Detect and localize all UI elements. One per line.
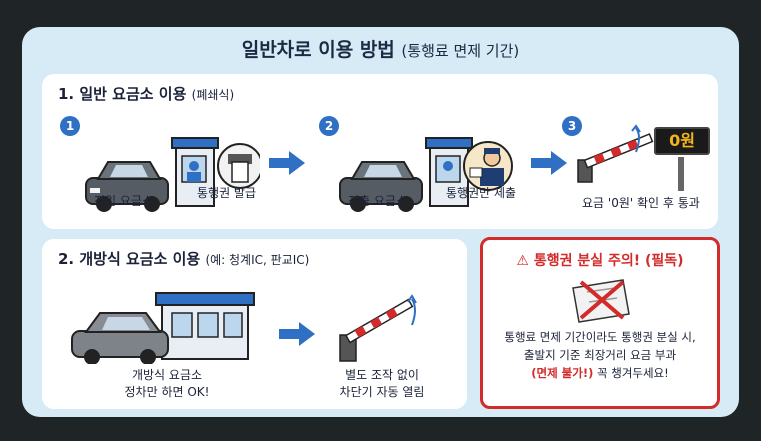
section-closed-tollgate: 1. 일반 요금소 이용 (폐쇄식) 1 진입 요금소 통행권 발급 — [42, 74, 718, 229]
warning-title-text: 통행권 분실 주의! (필독) — [533, 253, 684, 269]
auto-caption: 별도 조작 없이 차단기 자동 열림 — [327, 367, 437, 401]
arrow-right-icon — [269, 151, 305, 175]
open-caption: 개방식 요금소 정차만 하면 OK! — [112, 367, 222, 401]
warning-line2: 출발지 기준 최장거리 요금 부과 — [523, 348, 677, 362]
warning-line3-rest: 꼭 챙겨두세요! — [593, 366, 669, 380]
entry-tollbooth-icon — [85, 137, 260, 212]
warning-triangle-icon: ⚠ — [516, 253, 529, 269]
guide-panel: 일반차로 이용 방법 (통행료 면제 기간) 1. 일반 요금소 이용 (폐쇄식… — [22, 27, 739, 417]
step2-number: 2 — [319, 116, 339, 136]
step2-label-submit: 통행권만 제출 — [446, 186, 517, 200]
title-main: 일반차로 이용 방법 — [241, 39, 395, 61]
section1-heading-note: (폐쇄식) — [191, 88, 235, 102]
lost-ticket-icon — [572, 279, 630, 323]
arrow-right-icon-3 — [279, 322, 315, 346]
step1-number: 1 — [60, 116, 80, 136]
display-pole — [678, 157, 684, 191]
barrier-open-icon — [577, 124, 654, 183]
open-caption-line1: 개방식 요금소 — [131, 368, 203, 382]
warning-title: ⚠ 통행권 분실 주의! (필독) — [483, 250, 717, 270]
warning-line3-red: (면제 불가!) — [531, 366, 594, 380]
exit-tollbooth-icon — [339, 137, 513, 212]
title-sub: (통행료 면제 기간) — [401, 42, 520, 60]
section1-heading: 1. 일반 요금소 이용 (폐쇄식) — [58, 83, 234, 104]
section2-heading-note: (예: 청계IC, 판교IC) — [205, 253, 310, 267]
step1-label-entry: 진입 요금소 — [94, 194, 154, 208]
auto-caption-line2: 차단기 자동 열림 — [339, 385, 425, 399]
step1-label-ticket: 통행권 발급 — [197, 186, 257, 200]
step3-label: 요금 '0원' 확인 후 통과 — [582, 196, 700, 210]
section-open-tollgate: 2. 개방식 요금소 이용 (예: 청계IC, 판교IC) 개방식 요금소 정차… — [42, 239, 467, 409]
warning-line1: 통행료 면제 기간이라도 통행권 분실 시, — [504, 330, 696, 344]
section2-heading-text: 2. 개방식 요금소 이용 — [58, 250, 201, 268]
section1-heading-text: 1. 일반 요금소 이용 — [58, 85, 187, 103]
fare-display: 0원 — [654, 127, 710, 155]
section2-heading: 2. 개방식 요금소 이용 (예: 청계IC, 판교IC) — [58, 248, 309, 269]
warning-text: 통행료 면제 기간이라도 통행권 분실 시, 출발지 기준 최장거리 요금 부과… — [491, 328, 709, 382]
step3-number: 3 — [562, 116, 582, 136]
auto-caption-line1: 별도 조작 없이 — [345, 368, 419, 382]
arrow-right-icon-2 — [531, 151, 567, 175]
open-caption-line2: 정차만 하면 OK! — [124, 385, 210, 399]
auto-barrier-icon — [339, 294, 417, 362]
warning-line3: (면제 불가!) 꼭 챙겨두세요! — [491, 364, 709, 382]
page-title: 일반차로 이용 방법 (통행료 면제 기간) — [22, 35, 739, 62]
warning-box: ⚠ 통행권 분실 주의! (필독) 통행료 면제 기간이라도 통행권 분실 시,… — [480, 237, 720, 409]
step2-label-exit: 진출 요금소 — [348, 194, 408, 208]
open-tollgate-icon — [71, 292, 255, 364]
